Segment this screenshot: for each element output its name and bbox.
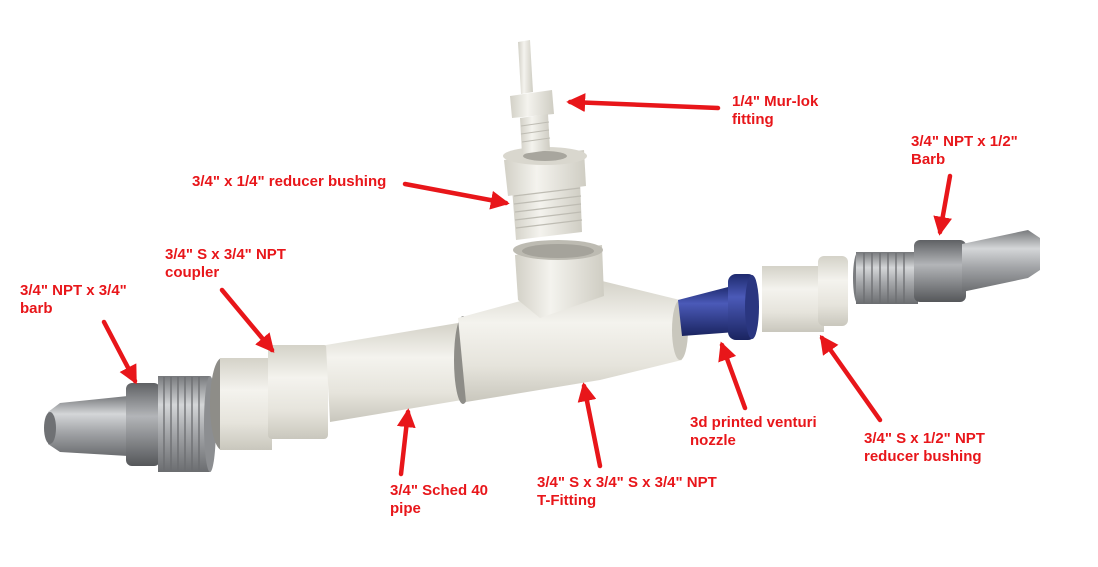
quarter-inch-reducer-bushing [503,147,587,240]
label-murlok-fitting: 1/4" Mur-lok fitting [732,93,819,128]
label-npt-barb: 3/4" NPT x 3/4" barb [20,282,127,317]
label-quarter-reducer-bushing: 3/4" x 1/4" reducer bushing [192,173,387,190]
arrow-npt-half-barb [933,173,953,236]
sched40-pipe [326,323,462,422]
label-sched40-pipe: 3/4" Sched 40 pipe [390,482,488,517]
npt-half-barb-fitting-right [853,230,1040,304]
arrow-venturi [718,341,748,411]
arrow-murlok [566,93,721,113]
t-fitting [454,240,688,404]
arrow-npt-barb [101,319,138,385]
label-npt-half-barb: 3/4" NPT x 1/2" Barb [911,133,1018,168]
arrow-pipe [396,408,416,477]
half-inch-reducer-bushing [762,256,848,332]
arrow-tee [577,382,603,469]
label-t-fitting: 3/4" S x 3/4" S x 3/4" NPT T-Fitting [537,474,717,509]
label-half-reducer-bushing: 3/4" S x 1/2" NPT reducer bushing [864,430,985,465]
pointer-arrows [101,93,953,477]
arrow-reducer-half [819,334,883,423]
venturi-nozzle [678,274,759,340]
npt-barb-fitting-left [44,376,216,472]
label-venturi-nozzle: 3d printed venturi nozzle [690,414,817,449]
coupler [210,345,328,450]
arrow-reducer-quarter [402,181,510,210]
murlok-fitting [510,40,554,154]
arrow-coupler [219,287,275,353]
label-coupler: 3/4" S x 3/4" NPT coupler [165,246,286,281]
